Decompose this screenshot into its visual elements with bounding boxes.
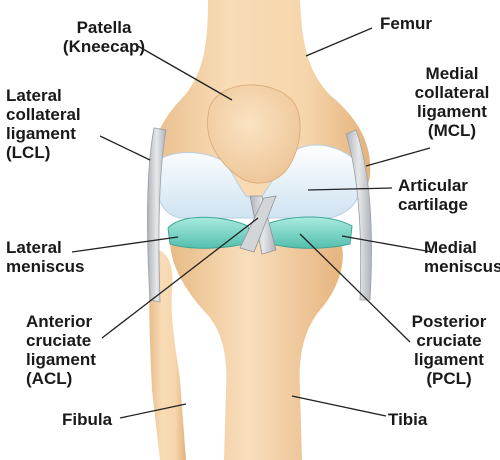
medial-meniscus [261, 216, 353, 249]
tibia-bone [170, 240, 343, 460]
leader-lcl [99, 135, 151, 161]
leader-femur [305, 27, 373, 57]
label-lcl: Lateral collateral ligament (LCL) [6, 86, 81, 162]
leader-cartilage [307, 187, 393, 191]
medial-collateral-ligament [345, 129, 372, 301]
label-lateral-meniscus: Lateral meniscus [6, 238, 85, 276]
lateral-collateral-ligament [146, 127, 167, 303]
posterior-cruciate-ligament [239, 195, 277, 253]
label-pcl: Posterior cruciate ligament (PCL) [411, 312, 487, 388]
label-tibia: Tibia [388, 410, 428, 429]
leader-fibula [119, 403, 187, 419]
leader-pcl [299, 233, 411, 343]
leader-acl [101, 217, 259, 339]
leader-medial-meniscus [341, 235, 433, 253]
patella-bone [207, 84, 301, 184]
leader-mcl [365, 147, 431, 167]
leader-tibia [291, 395, 387, 417]
label-femur: Femur [380, 14, 432, 33]
label-fibula: Fibula [62, 410, 113, 429]
label-medial-meniscus: Medial meniscus [424, 238, 500, 276]
label-acl: Anterior cruciate ligament (ACL) [26, 312, 96, 388]
leader-lines [71, 27, 433, 419]
leader-lateral-meniscus [71, 236, 179, 253]
leader-patella [135, 44, 233, 101]
label-mcl: Medial collateral ligament (MCL) [414, 64, 490, 140]
label-cartilage: Articular cartilage [398, 176, 468, 214]
label-patella: Patella (Kneecap) [62, 18, 146, 56]
